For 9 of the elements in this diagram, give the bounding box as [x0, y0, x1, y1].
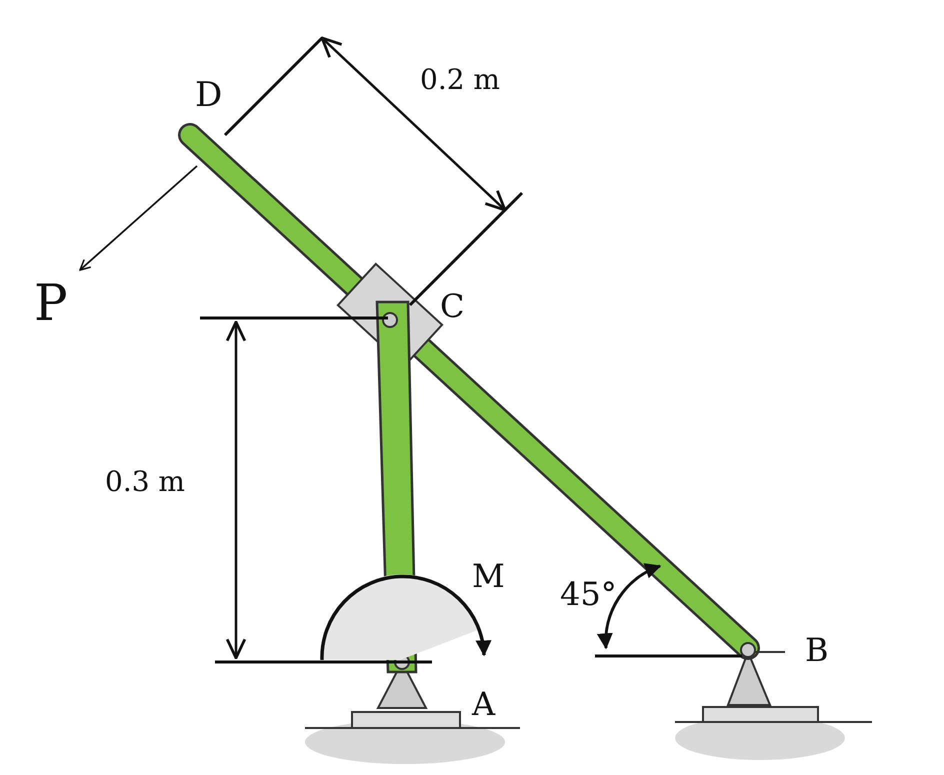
dimension-label: 0.2 m — [420, 66, 500, 94]
dimension-label: 0.3 m — [105, 468, 185, 496]
moment-label: M — [472, 560, 505, 592]
force-label: P — [34, 278, 68, 328]
point-label: A — [472, 688, 496, 720]
angle-label: 45° — [560, 578, 617, 610]
point-label: B — [805, 634, 829, 666]
point-label: C — [440, 290, 464, 322]
point-label: D — [195, 78, 222, 112]
